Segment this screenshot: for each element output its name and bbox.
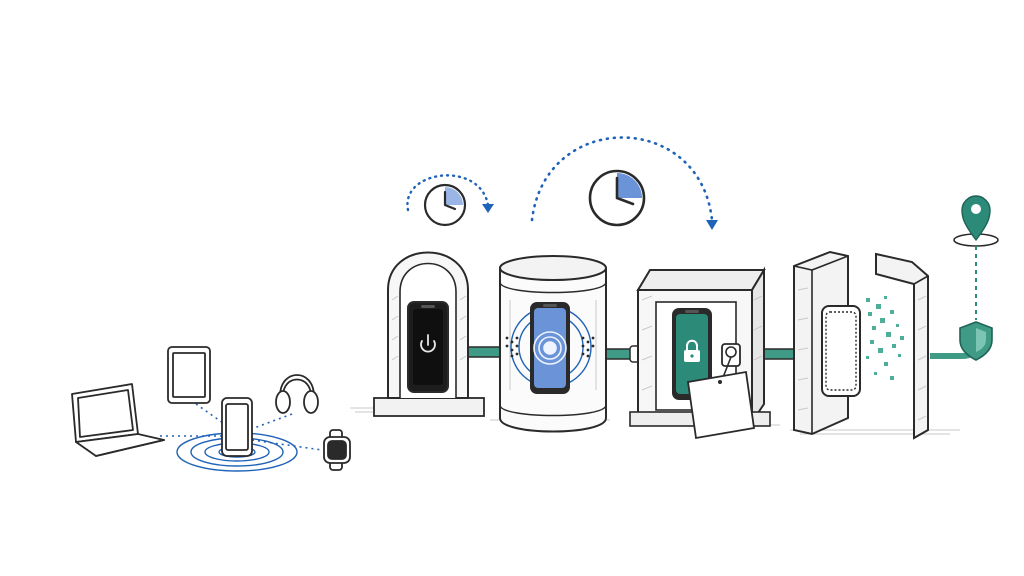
timer-long: [530, 136, 718, 230]
phone-outline-icon: [821, 305, 861, 397]
headphones-icon: [275, 374, 319, 414]
shield-icon: [959, 321, 993, 361]
clock-icon: [423, 183, 467, 227]
chamber-base: [373, 397, 485, 417]
secure-destination: [953, 195, 999, 361]
pixel-particles-icon: [866, 296, 904, 380]
device-ecosystem: [71, 346, 351, 472]
timer-arc: [406, 174, 490, 212]
clock-icon: [588, 169, 646, 227]
scan-chamber: [499, 255, 607, 433]
arrow-head-icon: [482, 204, 494, 213]
arrow-head-icon: [706, 220, 718, 230]
speaker-grille-icon: [505, 336, 519, 358]
tablet-icon: [167, 346, 211, 404]
padlock-card-icon: [686, 343, 756, 440]
device-links: [160, 403, 323, 451]
timer-arc: [530, 136, 714, 222]
map-pin-icon: [961, 195, 991, 242]
phone-icon: [221, 397, 253, 457]
phone-icon: [407, 301, 449, 393]
laptop-icon: [71, 383, 165, 457]
radar-rings: [533, 331, 567, 365]
timer-short: [406, 174, 494, 227]
dissolve-gate: [793, 250, 929, 440]
lock-icon: [684, 339, 700, 362]
speaker-grille-icon: [581, 336, 595, 358]
lock-chamber: [629, 266, 771, 440]
power-icon: [420, 334, 436, 353]
power-on-chamber: [373, 251, 485, 417]
smartwatch-icon: [323, 429, 351, 471]
